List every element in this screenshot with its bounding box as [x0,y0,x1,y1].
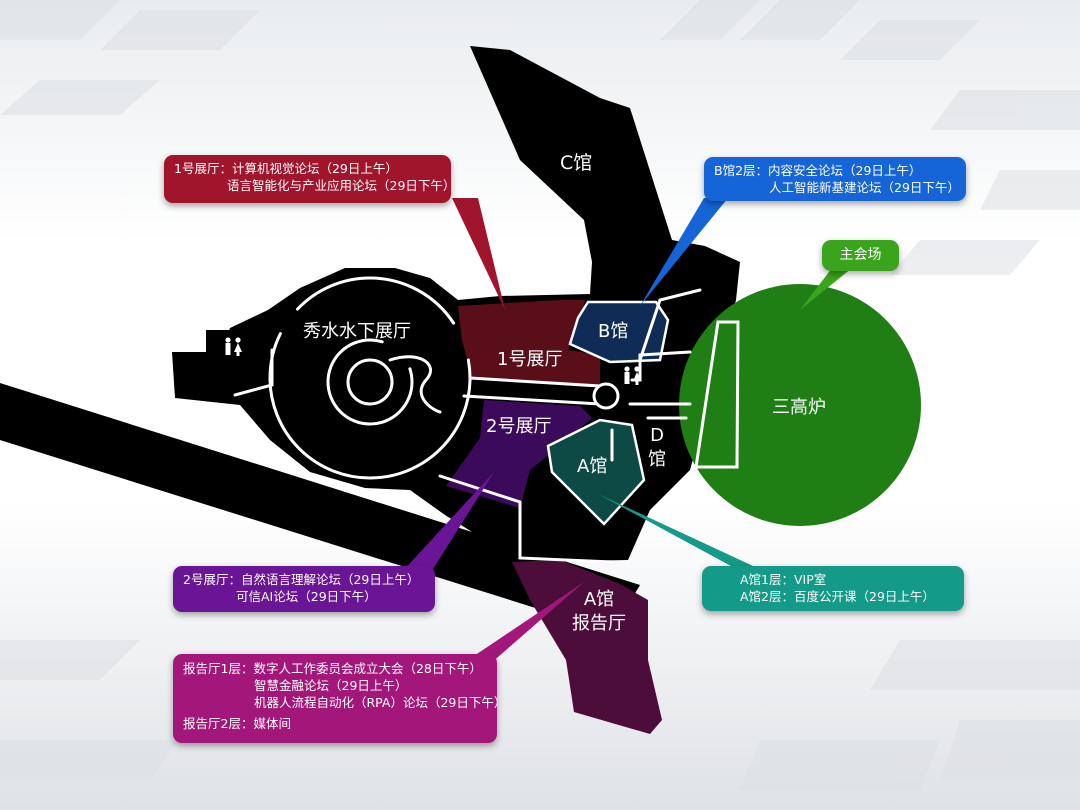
callout-hall1-line1: 1号展厅：计算机视觉论坛（29日上午） [174,161,398,176]
label-c-hall: C馆 [560,152,593,174]
label-sangaolu: 三高炉 [772,397,826,418]
callout-hall2-line2: 可信AI论坛（29日下午） [236,589,377,604]
label-d-hall-line1: D [650,425,664,446]
label-d-hall: D 馆 [648,424,666,472]
restroom-icon [225,337,242,356]
callout-a-hall-line1: A馆1层：VIP室 [740,572,827,587]
pointer-report [462,582,584,664]
callout-report-line2: 智慧金融论坛（29日上午） [254,678,408,693]
callout-hall2-line1: 2号展厅：自然语言理解论坛（29日上午） [183,572,420,587]
callout-a-hall-line2: A馆2层：百度公开课（29日上午） [740,589,935,604]
callout-b-hall[interactable]: B馆2层：内容安全论坛（29日上午） 人工智能新基建论坛（29日下午） [704,157,966,201]
sangaolu-hall[interactable] [679,284,921,526]
pointer-b-hall [640,198,728,306]
callout-main-label: 主会场 [839,247,882,263]
label-a-report-line1: A馆 [583,589,615,610]
label-b-hall: B馆 [598,321,629,342]
callout-report-line4: 报告厅2层：媒体间 [183,716,291,731]
hall2-area[interactable] [446,400,592,508]
callout-hall2[interactable]: 2号展厅：自然语言理解论坛（29日上午） 可信AI论坛（29日下午） [173,566,435,612]
pointer-main [800,268,852,310]
callout-hall1[interactable]: 1号展厅：计算机视觉论坛（29日上午） 语言智能化与产业应用论坛（29日下午） [164,155,456,203]
callout-report-line1: 报告厅1层：数字人工作委员会成立大会（28日下午） [183,661,482,676]
callout-hall1-line2: 语言智能化与产业应用论坛（29日下午） [227,178,456,193]
callout-report[interactable]: 报告厅1层：数字人工作委员会成立大会（28日下午） 智慧金融论坛（29日上午） … [173,654,507,743]
main-road [0,383,640,632]
a-hall-area[interactable] [546,418,646,526]
callout-report-line3: 机器人流程自动化（RPA）论坛（29日下午） [254,695,507,710]
callout-b-hall-line2: 人工智能新基建论坛（29日下午） [769,180,960,195]
restroom-icon [624,366,641,385]
hall1-area[interactable] [458,300,600,388]
pointer-hall1 [452,198,505,310]
label-hall2: 2号展厅 [486,416,552,437]
label-a-report-line2: 报告厅 [572,613,626,634]
label-hall1: 1号展厅 [497,349,563,370]
label-a-hall: A馆 [577,456,608,477]
label-xiushui: 秀水水下展厅 [303,321,411,342]
callout-main[interactable]: 主会场 [822,240,899,271]
callout-a-hall[interactable]: A馆1层：VIP室 A馆2层：百度公开课（29日上午） [702,566,964,611]
pointer-a-hall [598,494,766,572]
a-report-area[interactable] [512,560,662,734]
label-a-report: A馆 报告厅 [572,588,626,636]
pointer-hall2 [400,472,494,574]
label-d-hall-line2: 馆 [648,449,666,470]
callout-b-hall-line1: B馆2层：内容安全论坛（29日上午） [714,163,922,178]
